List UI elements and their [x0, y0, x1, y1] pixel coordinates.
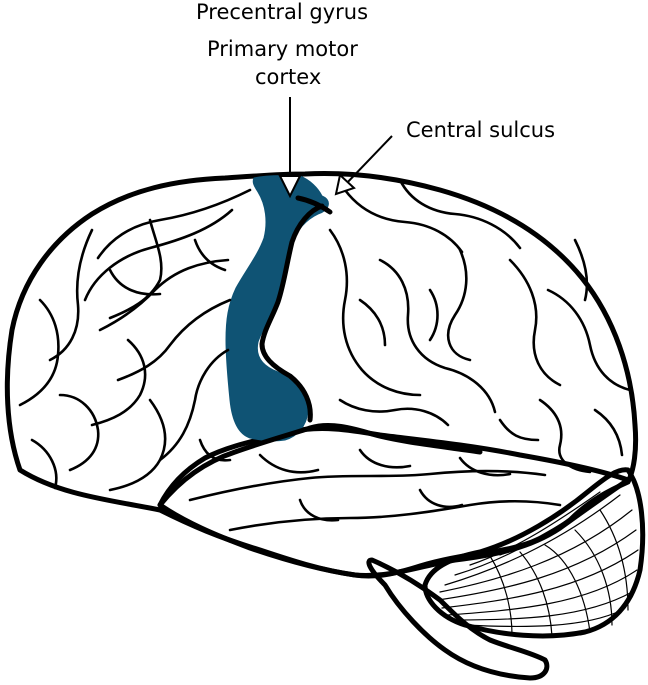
central-sulcus-top: [295, 195, 333, 215]
primary-motor-cortex-label-line2: cortex: [255, 65, 322, 89]
cerebellum-folia: [437, 487, 639, 637]
cerebrum-outline: [4, 171, 639, 579]
precentral-arrow: [278, 97, 302, 199]
parietal-gyri: [328, 178, 632, 474]
central-sulcus-label: Central sulcus: [406, 118, 556, 142]
frontal-gyri: [18, 188, 252, 492]
central-sulcus-arrow: [334, 135, 393, 196]
central-sulcus-line: [259, 203, 325, 423]
cerebellum: [422, 467, 646, 639]
lateral-fissure: [157, 423, 483, 508]
temporal-gyri: [188, 448, 562, 532]
brainstem: [366, 557, 550, 681]
primary-motor-cortex-label-line1: Primary motor: [207, 37, 358, 61]
temporal-lobe: [157, 426, 631, 578]
precentral-gyrus-label: Precentral gyrus: [196, 0, 369, 24]
